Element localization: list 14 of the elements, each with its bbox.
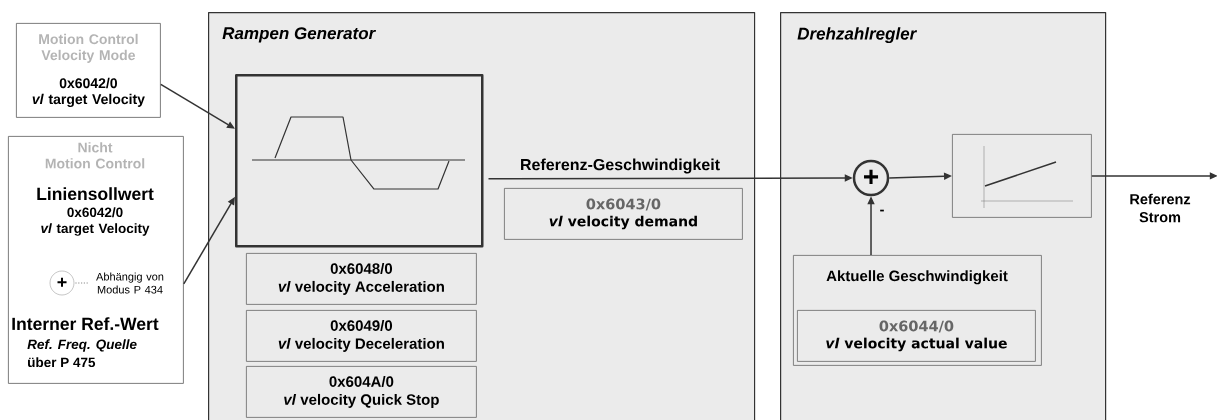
input-box: Motion Control Velocity Mode 0x6042/0 vl target Velocity <box>16 23 161 118</box>
note-text: Abhängig von Modus P 434 <box>96 272 164 294</box>
parameter-box: 0x6043/0 vl velocity demand <box>504 188 743 240</box>
parameter-box: 0x6048/0 vl velocity Acceleration <box>246 253 477 305</box>
arrow <box>1091 172 1217 180</box>
parameter-box: 0x6049/0 vl velocity Deceleration <box>246 310 477 362</box>
parameter-box: 0x604A/0 vl velocity Quick Stop <box>246 366 477 418</box>
edge-label: Referenz Strom <box>1124 192 1196 224</box>
arrow <box>160 83 235 129</box>
edge-label: - <box>878 208 886 216</box>
controller-drawing <box>952 134 1092 218</box>
ramp-generator-drawing <box>235 74 484 248</box>
connector-line <box>73 282 89 284</box>
parameter-box: 0x6044/0 vl velocity actual value <box>797 310 1036 362</box>
